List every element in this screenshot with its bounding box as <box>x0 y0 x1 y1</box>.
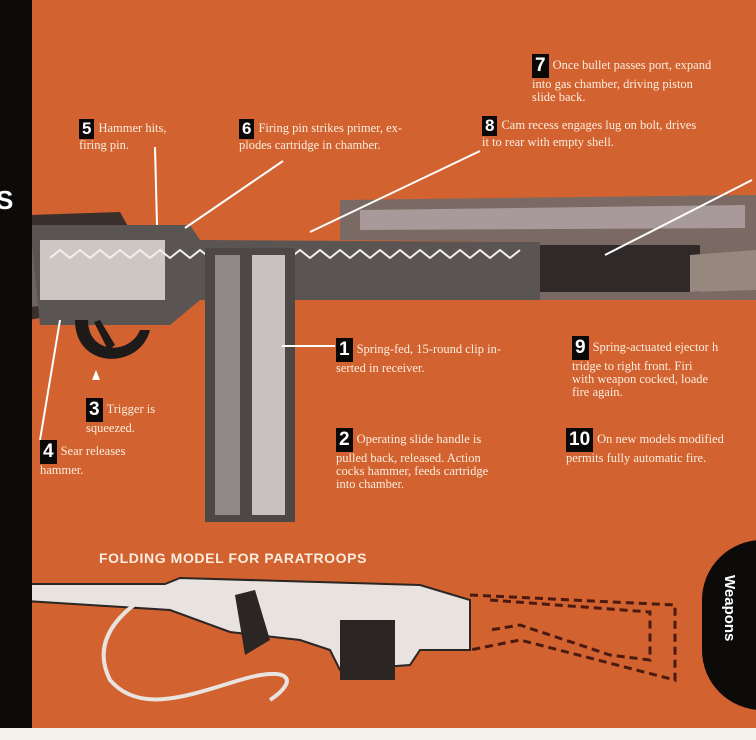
callout-4-text: Sear releases hammer. <box>40 444 126 477</box>
callout-9-text: Spring-actuated ejector h tridge to righ… <box>572 340 719 399</box>
callout-8-text: Cam recess engages lug on bolt, drives i… <box>482 118 697 149</box>
spine-letter: S <box>0 185 14 215</box>
callout-2-number: 2 <box>336 428 353 452</box>
callout-10-number: 10 <box>566 428 594 452</box>
folding-model-title: FOLDING MODEL FOR PARATROOPS <box>99 550 368 566</box>
section-badge <box>702 540 756 710</box>
callout-8-number: 8 <box>482 116 498 136</box>
callout-10-text: On new models modified permits fully aut… <box>566 432 724 465</box>
section-badge-text: Weapons <box>721 575 738 642</box>
callout-3-number: 3 <box>86 398 103 422</box>
callout-7-text: Once bullet passes port, expand into gas… <box>532 58 712 104</box>
callout-5-text: Hammer hits, firing pin. <box>79 121 167 152</box>
callout-7-number: 7 <box>532 54 549 78</box>
callout-4-number: 4 <box>40 440 57 464</box>
callout-3-text: Trigger is squeezed. <box>86 402 156 435</box>
callout-9-number: 9 <box>572 336 589 360</box>
callout-1-text: Spring-fed, 15-round clip in- serted in … <box>336 342 501 375</box>
callout-6-text: Firing pin strikes primer, ex- plodes ca… <box>239 121 403 152</box>
callout-5-number: 5 <box>79 119 95 139</box>
black-spine <box>0 0 32 740</box>
page-bottom-edge <box>0 728 756 740</box>
callout-1-number: 1 <box>336 338 353 362</box>
callout-2-text: Operating slide handle is pulled back, r… <box>336 432 489 491</box>
callout-6-number: 6 <box>239 119 255 139</box>
